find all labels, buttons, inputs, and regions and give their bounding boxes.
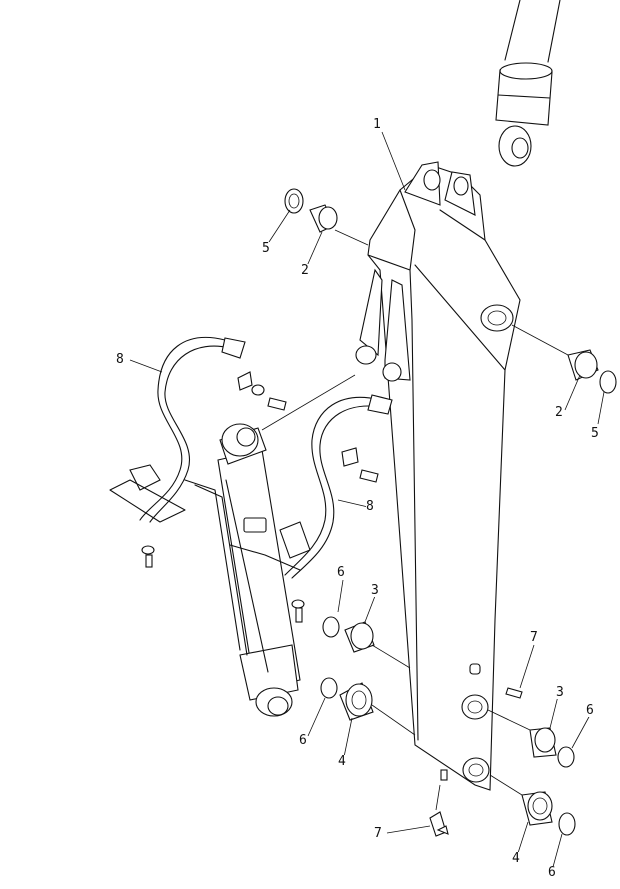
bolts [141,371,379,623]
callout-5-right: 5 [591,426,599,441]
callout-4-left: 4 [338,754,346,769]
callout-3-right: 3 [556,685,564,700]
callout-6-right-lower: 6 [548,865,556,880]
callout-1: 1 [373,117,381,132]
upper-left-bushing [284,188,369,246]
upper-right-bushing [511,324,617,394]
callout-5-upper: 5 [262,241,270,256]
callout-2-upper: 2 [301,263,309,278]
callout-8-left: 8 [116,352,124,367]
arm-body [355,161,521,791]
hose-left [109,336,248,656]
callout-8-right: 8 [366,499,374,514]
lower-right-bushings [487,687,576,836]
callout-4-right: 4 [512,851,520,866]
callout-2-right: 2 [555,405,563,420]
leader-lines [129,131,605,868]
boom-cylinder-top [495,0,561,167]
callout-6-upper-left: 6 [337,565,345,580]
callout-6-lower-left: 6 [299,733,307,748]
hose-right [229,394,393,579]
callout-7-bottom: 7 [374,826,382,841]
grease-fitting [429,784,449,837]
lower-left-bushings [320,616,416,736]
arm-cylinder [217,374,356,717]
callout-6-right-upper: 6 [586,703,594,718]
callout-7-right: 7 [530,630,538,645]
callout-3-left: 3 [371,583,379,598]
